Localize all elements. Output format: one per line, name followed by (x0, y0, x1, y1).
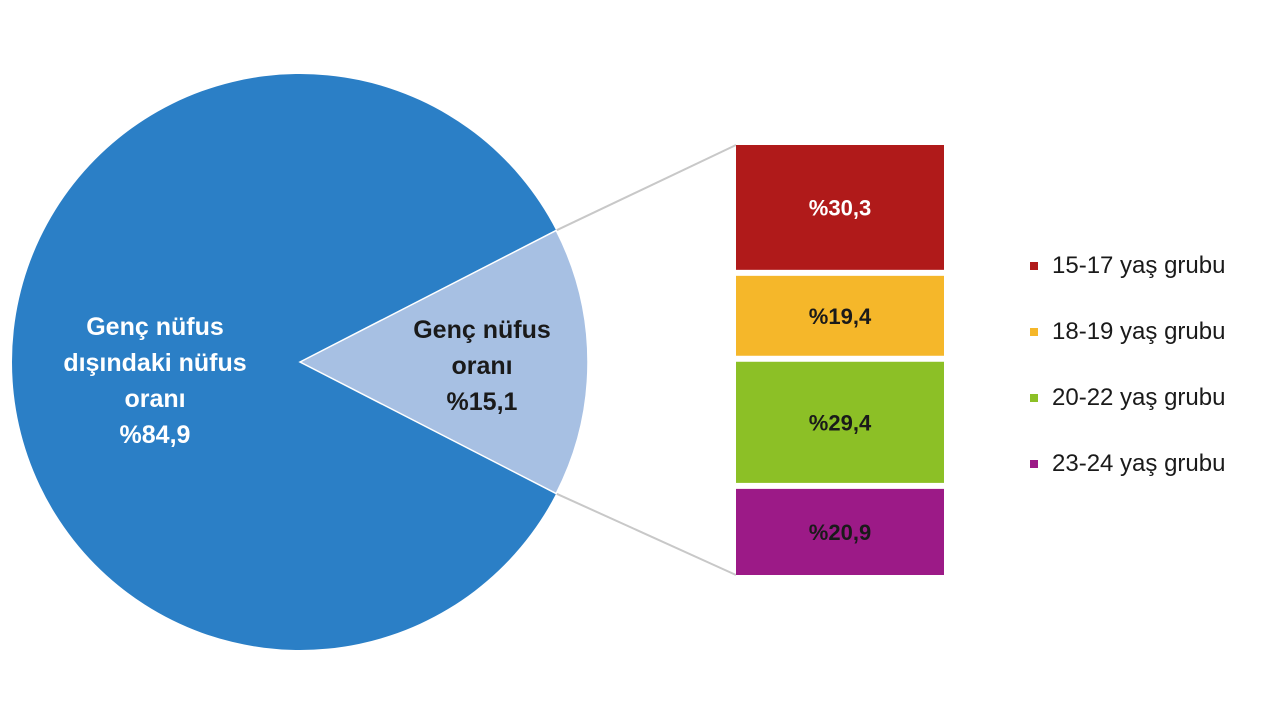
bar-label-18-19: %19,4 (809, 304, 872, 329)
legend-swatch-23-24 (1030, 460, 1038, 468)
pie-slice-young-population (298, 229, 589, 495)
bar-label-15-17: %30,3 (809, 195, 871, 220)
legend-item: 23-24 yaş grubu (1030, 446, 1270, 482)
connector-line-bottom (555, 492, 737, 576)
pie-label-young-population: Genç nüfus oranı %15,1 (413, 316, 551, 416)
bar-segment-15-17 (736, 145, 944, 270)
legend-item: 20-22 yaş grubu (1030, 380, 1270, 416)
pie-label-rest-of-population-line: oranı (124, 385, 185, 413)
pie-label-rest-of-population-line: Genç nüfus (86, 313, 224, 341)
bar-segment-23-24 (736, 488, 944, 575)
pie-label-young-population-value: %15,1 (447, 388, 518, 416)
pie-label-rest-of-population: Genç nüfus dışındaki nüfus oranı %84,9 (63, 313, 246, 449)
pie-label-rest-of-population-line: dışındaki nüfus (63, 349, 246, 377)
pie-label-rest-of-population-value: %84,9 (120, 421, 191, 449)
bar-label-20-22: %29,4 (809, 410, 872, 435)
bar-label-23-24: %20,9 (809, 520, 871, 545)
pie-label-young-population-line: Genç nüfus (413, 316, 551, 344)
legend-swatch-18-19 (1030, 328, 1038, 336)
legend-item: 15-17 yaş grubu (1030, 248, 1270, 284)
bar-segment-20-22 (736, 361, 944, 483)
bar-segment-18-19 (736, 275, 944, 356)
legend-item: 18-19 yaş grubu (1030, 314, 1270, 350)
pie-label-young-population-line: oranı (451, 352, 512, 380)
legend-label-23-24: 23-24 yaş grubu (1052, 450, 1226, 477)
connector-line-top (555, 144, 737, 232)
legend-label-18-19: 18-19 yaş grubu (1052, 318, 1226, 345)
pie-slice-rest-of-population (12, 73, 557, 650)
legend: 15-17 yaş grubu 18-19 yaş grubu 20-22 ya… (1030, 248, 1270, 512)
legend-swatch-15-17 (1030, 262, 1038, 270)
legend-label-20-22: 20-22 yaş grubu (1052, 384, 1226, 411)
legend-swatch-20-22 (1030, 394, 1038, 402)
legend-label-15-17: 15-17 yaş grubu (1052, 252, 1226, 279)
